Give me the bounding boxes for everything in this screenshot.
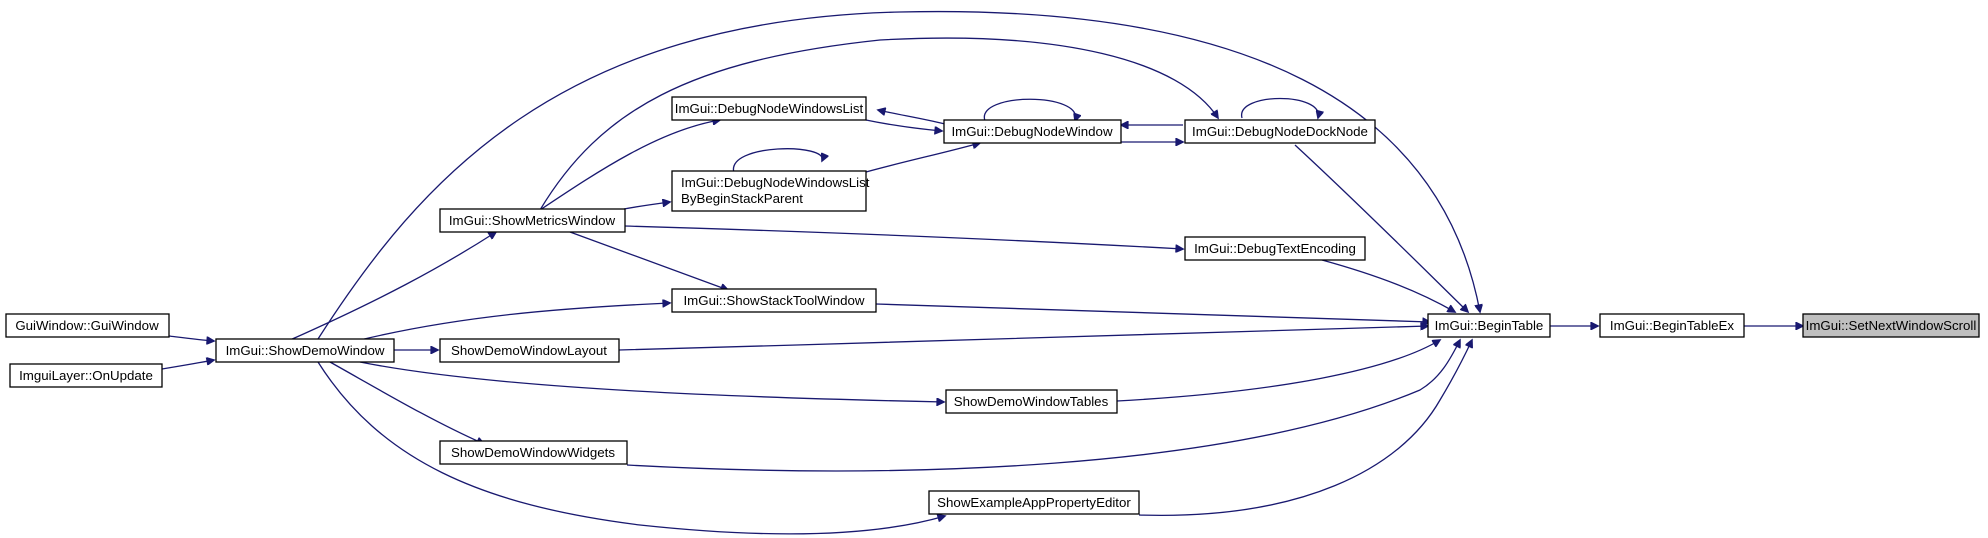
edge-debug-node-dock-node-to-begin-table	[1294, 144, 1468, 312]
edge-debug-node-window-to-debug-node-windows-list	[878, 110, 946, 125]
node-label: ImGui::ShowDemoWindow	[226, 343, 385, 358]
node-label: ShowDemoWindowTables	[954, 394, 1109, 409]
edge-debug-node-windows-list-to-debug-node-window	[865, 119, 942, 131]
node-label: ShowDemoWindowLayout	[451, 343, 607, 358]
edge-show-demo-window-layout-to-begin-table	[618, 326, 1428, 351]
node-imgui-layer-on-update[interactable]: ImguiLayer::OnUpdate	[9, 363, 163, 388]
node-label-line-2: ByBeginStackParent	[681, 191, 803, 206]
edge-show-metrics-window-to-debug-node-dock-node	[539, 37, 1218, 211]
node-label: ImGui::BeginTableEx	[1610, 318, 1735, 333]
edges	[161, 10, 1803, 535]
node-label: ImGui::DebugNodeWindowsList	[675, 101, 864, 116]
edge-show-metrics-window-to-debug-node-windows-list	[539, 120, 720, 211]
node-show-stack-tool-window[interactable]: ImGui::ShowStackToolWindow	[671, 288, 877, 313]
node-debug-node-windows-list[interactable]: ImGui::DebugNodeWindowsList	[671, 96, 867, 121]
node-debug-node-dock-node[interactable]: ImGui::DebugNodeDockNode	[1184, 119, 1376, 144]
node-label: ImGui::ShowMetricsWindow	[449, 213, 616, 228]
edge-show-demo-window-to-begin-table	[317, 10, 1480, 340]
node-show-metrics-window[interactable]: ImGui::ShowMetricsWindow	[439, 208, 626, 233]
node-label-line-1: ImGui::DebugNodeWindowsList	[681, 175, 870, 190]
edge-show-metrics-window-to-show-stack-tool-window	[569, 231, 728, 290]
edge-gui-window-to-show-demo-window	[168, 335, 214, 341]
node-label: ImGui::ShowStackToolWindow	[683, 293, 864, 308]
node-show-demo-window-widgets[interactable]: ShowDemoWindowWidgets	[439, 440, 628, 465]
node-debug-text-encoding[interactable]: ImGui::DebugTextEncoding	[1184, 236, 1366, 261]
edge-debug-text-encoding-to-begin-table	[1321, 259, 1455, 312]
edge-imgui-layer-to-show-demo-window	[161, 360, 214, 370]
node-label: ImGui::BeginTable	[1435, 318, 1544, 333]
node-label: ShowExampleAppPropertyEditor	[937, 495, 1131, 510]
node-show-demo-window-tables[interactable]: ShowDemoWindowTables	[945, 389, 1118, 414]
edge-show-stack-tool-window-to-begin-table	[875, 303, 1430, 322]
edge-show-metrics-window-to-debug-text-encoding	[623, 225, 1183, 249]
node-label: ImGui::DebugNodeWindow	[951, 124, 1113, 139]
node-label: ImGui::SetNextWindowScroll	[1806, 318, 1977, 333]
edge-show-demo-window-to-show-stack-tool-window	[359, 303, 670, 341]
node-begin-table[interactable]: ImGui::BeginTable	[1427, 313, 1551, 338]
node-debug-node-window[interactable]: ImGui::DebugNodeWindow	[943, 119, 1122, 144]
node-label: ImguiLayer::OnUpdate	[19, 368, 153, 383]
edge-show-demo-window-to-show-demo-window-tables	[359, 361, 944, 402]
node-begin-table-ex[interactable]: ImGui::BeginTableEx	[1599, 313, 1745, 338]
edge-show-demo-window-to-show-metrics-window	[289, 232, 496, 341]
edge-show-demo-window-to-show-example-app-property-editor	[317, 361, 945, 535]
edge-debug-node-dock-node-self-loop	[1241, 97, 1319, 119]
node-set-next-window-scroll[interactable]: ImGui::SetNextWindowScroll	[1802, 313, 1980, 338]
edge-show-demo-window-to-show-demo-window-widgets	[329, 361, 484, 444]
edge-show-demo-window-tables-to-begin-table	[1116, 340, 1440, 402]
node-show-demo-window[interactable]: ImGui::ShowDemoWindow	[215, 338, 395, 363]
nodes: ImGui::SetNextWindowScroll ImGui::BeginT…	[5, 96, 1980, 515]
node-label: ImGui::DebugTextEncoding	[1194, 241, 1356, 256]
node-debug-node-windows-list-bsp[interactable]: ImGui::DebugNodeWindowsList ByBeginStack…	[671, 170, 870, 212]
edge-show-demo-window-widgets-to-begin-table	[626, 340, 1460, 472]
edge-show-metrics-window-to-debug-node-windows-list-bsp	[623, 202, 670, 210]
node-label: GuiWindow::GuiWindow	[15, 318, 159, 333]
edge-debug-node-window-self-loop	[983, 98, 1075, 121]
node-gui-window[interactable]: GuiWindow::GuiWindow	[5, 313, 170, 338]
edge-show-example-app-property-editor-to-begin-table	[1138, 340, 1472, 516]
edge-debug-node-windows-list-bsp-self-loop	[733, 148, 822, 174]
node-show-demo-window-layout[interactable]: ShowDemoWindowLayout	[439, 338, 620, 363]
edge-debug-node-windows-list-bsp-to-debug-node-window	[865, 143, 980, 173]
node-show-example-app-property-editor[interactable]: ShowExampleAppPropertyEditor	[928, 490, 1140, 515]
node-label: ShowDemoWindowWidgets	[451, 445, 615, 460]
node-label: ImGui::DebugNodeDockNode	[1192, 124, 1368, 139]
